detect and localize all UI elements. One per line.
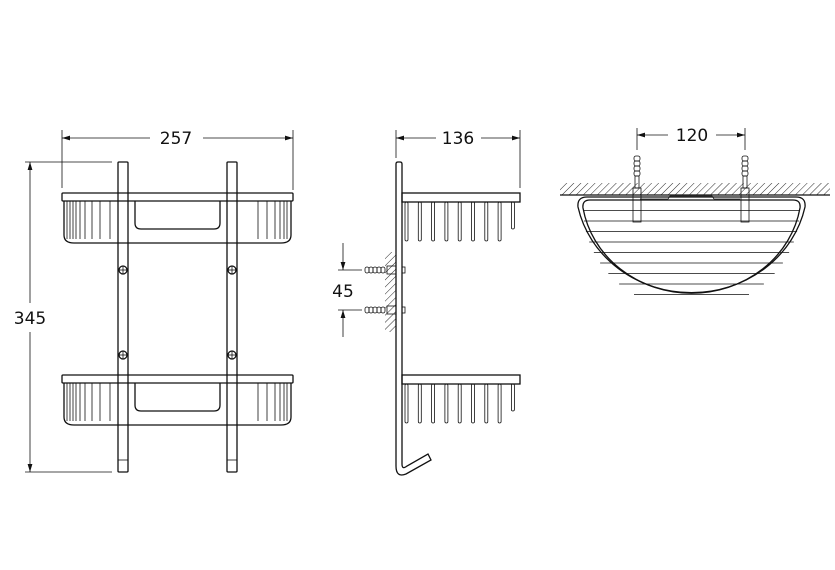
side-depth-dimension: 136 [395, 129, 521, 188]
wall-hatch [560, 183, 830, 195]
basket-handle-cutout [134, 201, 221, 230]
wall-bar-with-hook [395, 161, 432, 476]
basket-inner-outline [582, 199, 801, 294]
basket-outline [577, 196, 806, 294]
shelf-tine [417, 201, 422, 242]
shelf-tine [471, 201, 475, 242]
shelf-tine [497, 201, 502, 242]
wall-bracket-post [117, 161, 129, 473]
height-label: 345 [14, 309, 46, 329]
basket-rim [61, 192, 294, 202]
wall-hatch [385, 252, 396, 332]
shelf-tine [417, 383, 422, 424]
shelf-tine [444, 383, 449, 424]
shelf-tine [510, 383, 515, 412]
shelf-tine [457, 383, 462, 424]
anchor-distance-label: 120 [676, 126, 708, 146]
depth-label: 136 [442, 129, 474, 149]
wall-anchor-icon [364, 305, 406, 315]
basket-rim [61, 374, 294, 384]
basket-body [63, 383, 292, 426]
mounting-plate [640, 195, 740, 200]
front-width-dimension: 257 [61, 129, 294, 190]
basket-handle-cutout [134, 383, 221, 412]
shelf-tine [404, 201, 409, 242]
shelf-tine [444, 201, 449, 242]
anchor-spacing-label: 45 [332, 282, 354, 302]
wall-bracket-post [226, 161, 238, 473]
width-label: 257 [160, 129, 192, 149]
wall-anchor-icon [632, 155, 642, 223]
shelf-rim [401, 192, 521, 203]
shelf-tine [510, 201, 515, 230]
wall-anchor-icon [740, 155, 750, 223]
anchor-spacing-dimension: 45 [332, 243, 362, 337]
top-view [560, 155, 830, 295]
shelf-tine [431, 201, 436, 242]
shelf-rim [401, 374, 521, 385]
shelf-tine [484, 201, 489, 242]
front-view [61, 161, 294, 473]
front-height-dimension: 345 [14, 161, 112, 473]
shelf-tine [497, 383, 502, 424]
shelf-tine [471, 383, 475, 424]
shelf-tine [404, 383, 409, 424]
side-view [364, 161, 521, 476]
shelf-tine [431, 383, 436, 424]
top-anchor-dimension: 120 [636, 126, 746, 150]
shelf-tine [484, 383, 489, 424]
shelf-tine [457, 201, 462, 242]
basket-body [63, 201, 292, 244]
wall-anchor-icon [364, 265, 406, 275]
